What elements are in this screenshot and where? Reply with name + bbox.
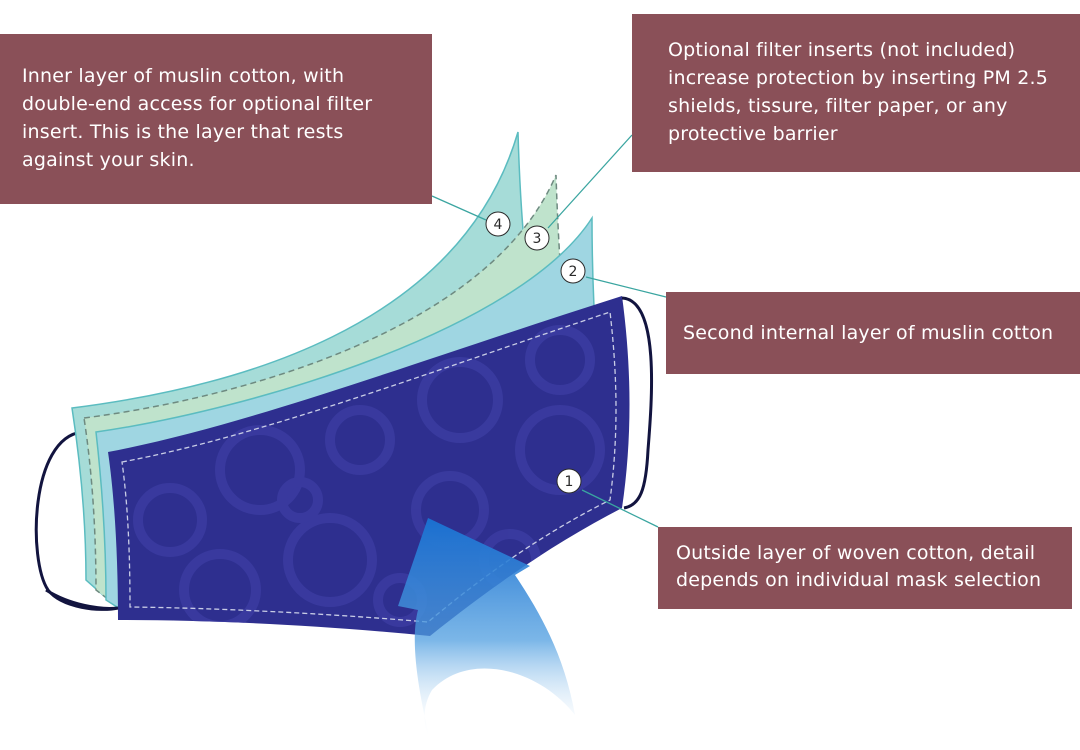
marker-1-number: 1 xyxy=(565,474,574,490)
leader-lines xyxy=(431,134,667,528)
marker-4: 4 xyxy=(485,211,511,237)
right-ear-strap xyxy=(621,296,654,510)
marker-3-number: 3 xyxy=(533,231,542,247)
marker-1: 1 xyxy=(556,468,582,494)
airflow-arrow xyxy=(398,518,575,740)
callout-3-filter-insert: Optional filter inserts (not included) i… xyxy=(632,14,1080,172)
callout-2-second-layer: Second internal layer of muslin cotton xyxy=(666,292,1080,374)
left-ear-strap-front xyxy=(45,588,119,610)
marker-2-number: 2 xyxy=(569,264,578,280)
left-ear-strap xyxy=(34,430,119,611)
callout-1-outer-layer: Outside layer of woven cotton, detail de… xyxy=(658,527,1072,609)
callout-4-inner-layer: Inner layer of muslin cotton, with doubl… xyxy=(0,34,432,204)
marker-4-number: 4 xyxy=(494,217,503,233)
marker-2: 2 xyxy=(560,258,586,284)
marker-3: 3 xyxy=(524,225,550,251)
outer-layer-stitching xyxy=(121,311,617,623)
